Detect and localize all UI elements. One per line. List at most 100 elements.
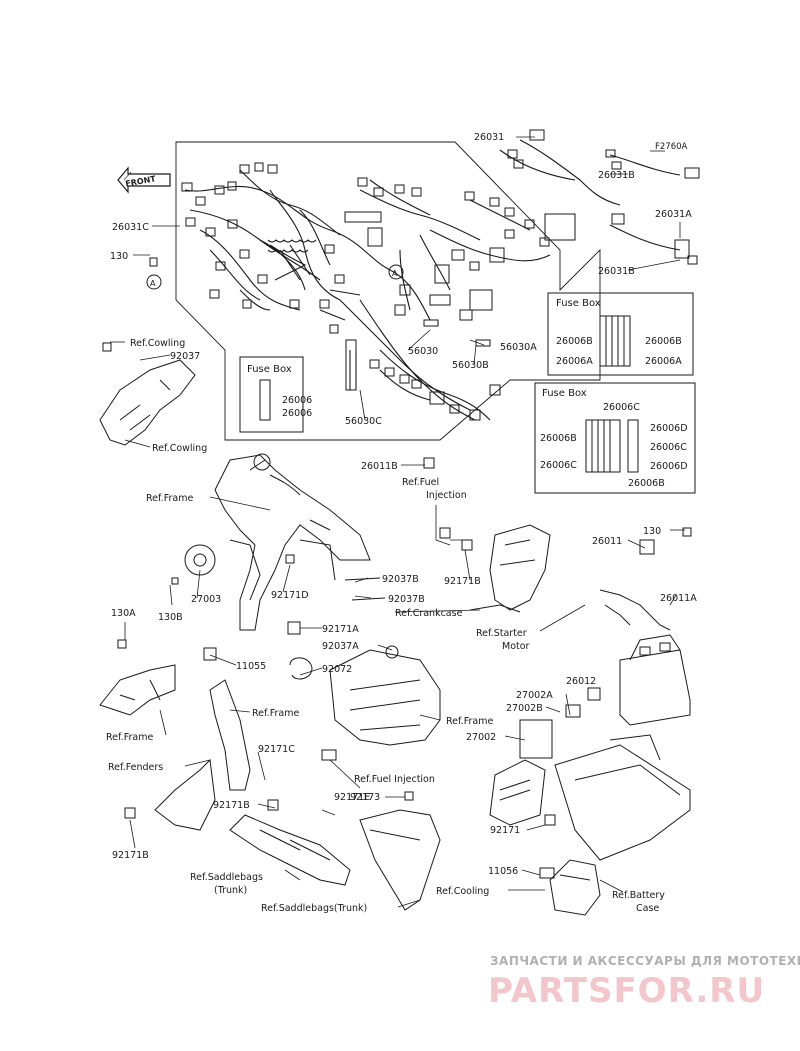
label-27002: 27002 [466,732,496,743]
label-92037b-2: 92037B [388,594,425,605]
fuse-box-bottom-right-item-2: 26006B [540,433,577,444]
battery-case [554,734,691,861]
label-ref-frame-2: Ref.Frame [252,708,299,719]
starter-relay-cable [599,589,671,631]
label-ref-saddlebags-2: (Trunk) [214,885,247,896]
frame-main [214,454,371,631]
circle-a-marker-2 [388,264,404,280]
label-circle-a-2: A [392,269,398,278]
label-26031b-bottom: 26031B [598,266,635,277]
label-ref-starter-1: Ref.Starter [476,628,527,639]
label-92037b-1: 92037B [382,574,419,585]
label-56030b: 56030B [452,360,489,371]
watermark-tagline: ЗАПЧАСТИ И АКСЕССУАРЫ ДЛЯ МОТОТЕХНИКИ [490,954,800,968]
label-26031a: 26031A [655,209,692,220]
fuse-box-bottom-right [534,382,696,494]
harness-coil [267,239,317,253]
label-ref-crankcase: Ref.Crankcase [395,608,463,619]
label-92171a: 92171A [322,624,359,635]
fuse-box-bottom-right-item-3: 26006D [650,423,688,434]
label-92173-visible: 92173 [350,792,380,803]
label-92171d: 92171D [271,590,309,601]
saddlebag-guard [359,809,441,911]
label-ref-battery-2: Case [636,903,659,914]
label-ref-fenders: Ref.Fenders [108,762,163,773]
fuse-box-top-right-title: Fuse Box [556,298,601,309]
front-arrow-icon [117,166,171,194]
label-92171b-2: 92171B [213,800,250,811]
label-27002a: 27002A [516,690,553,701]
ecu-module [489,759,546,826]
label-ref-cowling-1: Ref.Cowling [130,338,185,349]
frame-lower-center [329,649,441,746]
part-labels: 26031 F2760A 26031B 26031A 26031B 26031C… [106,132,697,914]
label-ref-saddlebags-1: Ref.Saddlebags [190,872,263,883]
label-f2760a: F2760A [655,142,688,152]
label-ref-starter-2: Motor [502,641,530,652]
fuse-box-left-item-2: 26006 [282,408,312,419]
fuse-box-top-right-item-3: 26006A [556,356,593,367]
label-ref-saddlebags-3: Ref.Saddlebags(Trunk) [261,903,367,914]
fuse-box-bottom-right-item-7: 26006B [628,478,665,489]
label-92037a: 92037A [322,641,359,652]
starter-motor [489,524,551,611]
label-26011: 26011 [592,536,622,547]
crankcase-cover [469,604,521,613]
label-27003: 27003 [191,594,221,605]
label-130-right: 130 [643,526,661,537]
label-ref-cooling: Ref.Cooling [436,886,489,897]
fuse-box-top-right-item-4: 26006A [645,356,682,367]
label-27002b: 27002B [506,703,543,714]
label-ref-frame-3: Ref.Frame [446,716,493,727]
circle-a-marker-1 [146,274,162,290]
label-26011a: 26011A [660,593,697,604]
clamp-92072 [289,657,313,680]
label-ref-frame-1: Ref.Frame [146,493,193,504]
saddlebag-bracket [229,814,351,886]
bracket-11055 [99,664,176,716]
fuse-box-left [239,356,304,433]
fuse-box-top-right-item-1: 26006B [556,336,593,347]
fuse-box-left-title: Fuse Box [247,364,292,375]
small-fasteners [117,257,692,879]
label-92037: 92037 [170,351,200,362]
label-26011b: 26011B [361,461,398,472]
label-130-top: 130 [110,251,128,262]
fuse-box-bottom-right-item-6: 26006D [650,461,688,472]
cooling-reservoir [549,859,601,916]
fuse-box-bottom-right-item-1: 26006C [603,402,640,413]
label-26012: 26012 [566,676,596,687]
cowling-bracket [99,359,196,446]
label-26031: 26031 [474,132,504,143]
fuse-box-labels: Fuse Box 26006 26006 Fuse Box 26006B 260… [247,298,688,489]
label-92072: 92072 [322,664,352,675]
fuse-box-left-item-1: 26006 [282,395,312,406]
fuse-box-bottom-right-title: Fuse Box [542,388,587,399]
label-circle-a-1: A [150,279,156,288]
label-ref-cowling-2: Ref.Cowling [152,443,207,454]
label-ref-fuel-injection-1: Ref.Fuel [402,477,439,488]
label-56030: 56030 [408,346,438,357]
leader-lines [110,136,685,908]
fender-panel [154,758,216,831]
label-130b: 130B [158,612,183,623]
harness-boundary [175,141,601,441]
label-26031b-top: 26031B [598,170,635,181]
cable-tie-92037b [344,577,386,601]
harness-connectors [181,129,700,421]
label-ref-fuel-injection-2: Injection [426,490,467,501]
watermark-brand: PARTSFOR.RU [488,971,765,1011]
main-wiring-harness [184,139,681,421]
fuse-box-bottom-right-item-4: 26006C [650,442,687,453]
label-92171: 92171 [490,825,520,836]
bracket-27003 [184,544,216,576]
label-11056: 11056 [488,866,518,877]
fuse-box-bottom-right-item-5: 26006C [540,460,577,471]
label-92171e: 92171E [334,792,370,803]
label-11055: 11055 [236,661,266,672]
label-56030c: 56030C [345,416,382,427]
fuse-box-top-right [547,292,694,376]
battery [619,634,691,726]
